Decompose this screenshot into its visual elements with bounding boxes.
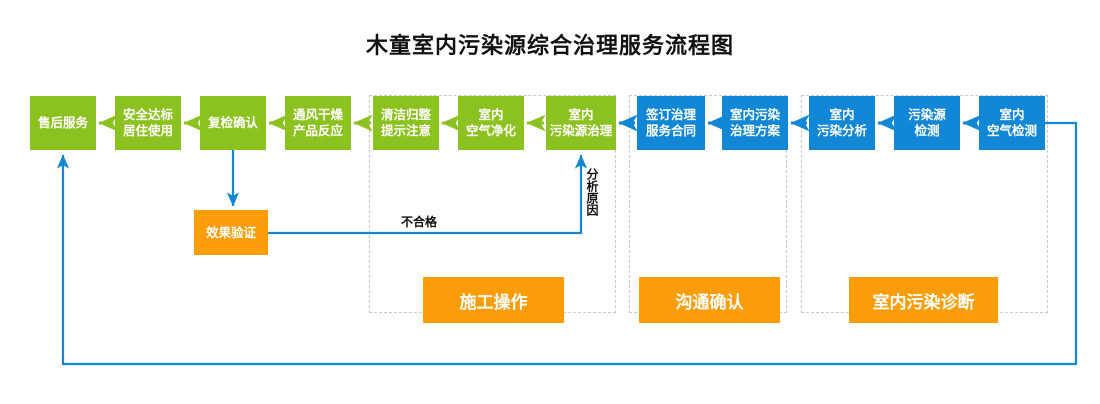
node-label-line1: 室内 [568, 107, 594, 123]
node-cleaning-tidy-notice[interactable]: 清洁归整 提示注意 [373, 96, 439, 150]
node-label-line1: 通风干燥 [292, 107, 343, 123]
node-label-line1: 室内污染 [729, 107, 780, 123]
edge-label-analyze-cause: 分析原因 [585, 168, 599, 216]
node-label-line2: 服务合同 [645, 123, 696, 138]
node-effect-verification[interactable]: 效果验证 [194, 210, 268, 255]
node-label-line1: 签订治理 [645, 107, 696, 123]
node-safe-standard-living[interactable]: 安全达标 居住使用 [115, 96, 181, 150]
node-label-line2: 污染分析 [816, 123, 867, 138]
node-recheck-confirm[interactable]: 复检确认 [200, 96, 266, 150]
node-label-line1: 室内 [999, 107, 1025, 123]
node-label: 效果验证 [205, 224, 256, 240]
node-label-line2: 产品反应 [292, 123, 343, 138]
group-label-communication-confirmation[interactable]: 沟通确认 [639, 277, 780, 323]
node-indoor-pollution-source-treatment[interactable]: 室内 污染源治理 [546, 96, 616, 150]
node-label-line2: 治理方案 [729, 123, 780, 138]
node-label: 售后服务 [37, 115, 88, 131]
node-after-sales-service[interactable]: 售后服务 [30, 96, 96, 150]
node-indoor-air-detection[interactable]: 室内 空气检测 [979, 96, 1045, 150]
node-label: 复检确认 [207, 115, 258, 131]
group-label-construction-operation[interactable]: 施工操作 [423, 277, 564, 323]
edge-label-unqualified: 不合格 [401, 215, 438, 229]
node-label-line1: 污染源 [908, 107, 946, 123]
node-label-line1: 安全达标 [122, 107, 173, 123]
group-label-indoor-pollution-diagnosis[interactable]: 室内污染诊断 [849, 277, 998, 323]
node-label-line2: 污染源治理 [549, 123, 613, 138]
node-indoor-air-purification[interactable]: 室内 空气净化 [458, 96, 524, 150]
node-label-line2: 居住使用 [122, 123, 173, 138]
page-title: 木童室内污染源综合治理服务流程图 [365, 34, 734, 59]
node-label-line2: 提示注意 [380, 123, 431, 138]
node-label-line1: 清洁归整 [380, 107, 431, 123]
node-label-line2: 空气净化 [465, 123, 516, 138]
node-pollution-source-detection[interactable]: 污染源 检测 [894, 96, 960, 150]
node-indoor-pollution-analysis[interactable]: 室内 污染分析 [809, 96, 875, 150]
node-label-line2: 检测 [914, 123, 940, 138]
node-label-line1: 室内 [829, 107, 855, 123]
node-indoor-pollution-treatment-plan[interactable]: 室内污染 治理方案 [722, 96, 788, 150]
node-label-line1: 室内 [478, 107, 504, 123]
node-sign-treatment-service-contract[interactable]: 签订治理 服务合同 [637, 96, 705, 150]
node-label-line2: 空气检测 [986, 123, 1037, 138]
node-ventilation-drying-product-reaction[interactable]: 通风干燥 产品反应 [285, 96, 351, 150]
